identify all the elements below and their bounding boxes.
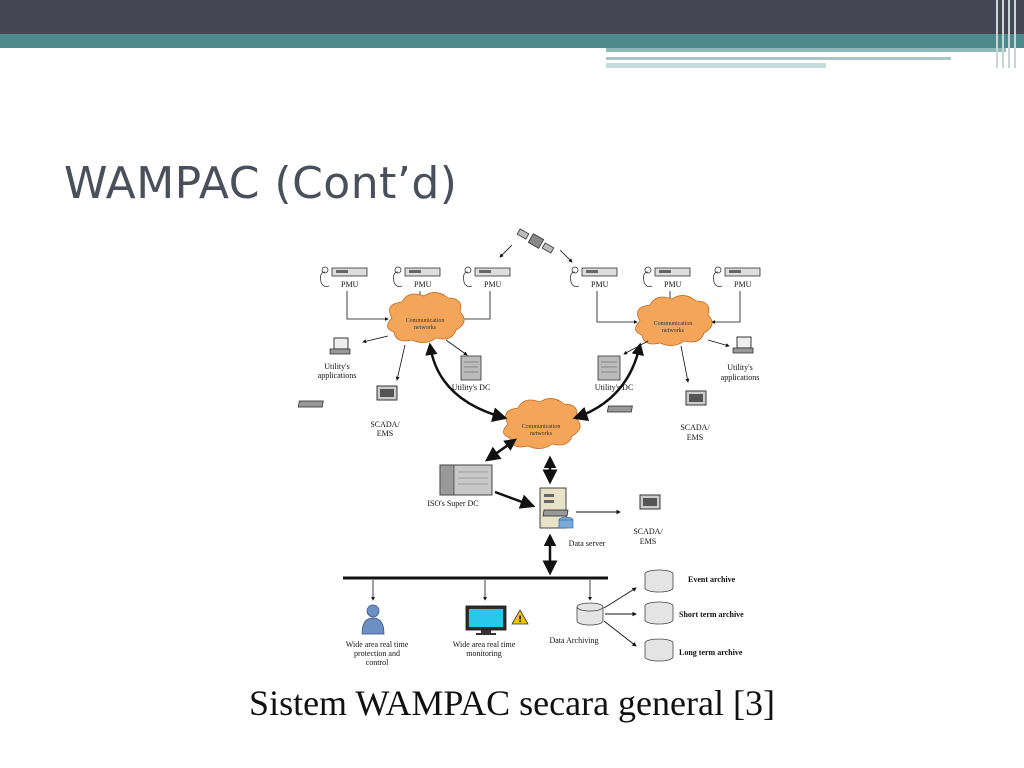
cloud-label: Communication — [654, 321, 693, 327]
monitoring-label: monitoring — [466, 649, 502, 658]
scada-label: SCADA/ — [370, 420, 400, 429]
cloud-label: networks — [530, 431, 553, 437]
utility-apps-label: Utility's — [324, 362, 349, 371]
decorative-line — [606, 63, 826, 68]
server-icon — [460, 355, 482, 381]
slide-title: WAMPAC (Cont’d) — [64, 158, 458, 209]
scada-label: EMS — [640, 537, 656, 546]
scada-computer-icon — [542, 494, 661, 517]
utility-apps-label: applications — [318, 371, 357, 380]
pmu-label: PMU — [484, 280, 502, 289]
decorative-line — [606, 48, 1006, 52]
decorative-line — [606, 57, 951, 60]
pmu-label: PMU — [591, 280, 609, 289]
long-term-archive-label: Long term archive — [679, 648, 743, 657]
scada-label: SCADA/ — [633, 527, 663, 536]
event-archive-database-icon — [644, 569, 674, 593]
user-icon — [361, 604, 385, 635]
utility-dc-label: Utility's DC — [452, 383, 491, 392]
communication-network-cloud: Communication networks — [387, 292, 465, 343]
pmu-label: PMU — [414, 280, 432, 289]
iso-super-dc-label: ISO's Super DC — [427, 499, 478, 508]
cloud-label: networks — [662, 328, 685, 334]
protection-label: protection and — [354, 649, 400, 658]
protection-label: Wide area real time — [346, 640, 409, 649]
pmu-device: PMU — [320, 266, 368, 289]
header-dark-bar — [0, 0, 1024, 34]
utility-dc-label: Utility's DC — [595, 383, 634, 392]
monitor-icon — [465, 605, 507, 635]
pmu-device: PMU — [570, 266, 618, 289]
cloud-label: Communication — [522, 424, 561, 430]
short-term-archive-database-icon — [644, 601, 674, 625]
utility-apps-label: Utility's — [727, 363, 752, 372]
pmu-label: PMU — [734, 280, 752, 289]
scada-label: EMS — [377, 429, 393, 438]
pmu-label: PMU — [341, 280, 359, 289]
utility-apps-label: applications — [721, 373, 760, 382]
pmu-label: PMU — [664, 280, 682, 289]
pmu-device: PMU — [393, 266, 441, 289]
computer-icon — [329, 337, 351, 355]
header-teal-band — [0, 34, 1024, 48]
data-server-label: Data server — [569, 539, 606, 548]
computer-icon — [732, 336, 754, 354]
scada-label: EMS — [687, 433, 703, 442]
scada-computer-icon — [606, 390, 707, 413]
super-dc-server-icon — [439, 464, 493, 496]
cloud-label: networks — [414, 325, 437, 331]
event-archive-label: Event archive — [688, 575, 736, 584]
diagram-caption: Sistem WAMPAC secara general [3] — [249, 683, 775, 723]
protection-label: control — [366, 658, 389, 667]
long-term-archive-database-icon — [644, 638, 674, 662]
monitoring-label: Wide area real time — [453, 640, 516, 649]
scada-label: SCADA/ — [680, 423, 710, 432]
pmu-device: PMU — [643, 266, 691, 289]
communication-network-cloud: Communication networks — [635, 295, 713, 346]
data-server-icon — [539, 487, 574, 529]
decorative-stripes — [994, 0, 1024, 68]
svg-text:!: ! — [518, 615, 522, 625]
database-icon — [576, 602, 604, 626]
cloud-label: Communication — [406, 318, 445, 324]
pmu-device: PMU — [713, 266, 761, 289]
short-term-archive-label: Short term archive — [679, 610, 744, 619]
data-archiving-label: Data Archiving — [549, 636, 598, 645]
scada-computer-icon — [297, 385, 398, 408]
pmu-device: PMU — [463, 266, 511, 289]
satellite-icon — [516, 228, 555, 254]
server-icon — [597, 355, 621, 381]
warning-icon: ! — [511, 609, 529, 625]
